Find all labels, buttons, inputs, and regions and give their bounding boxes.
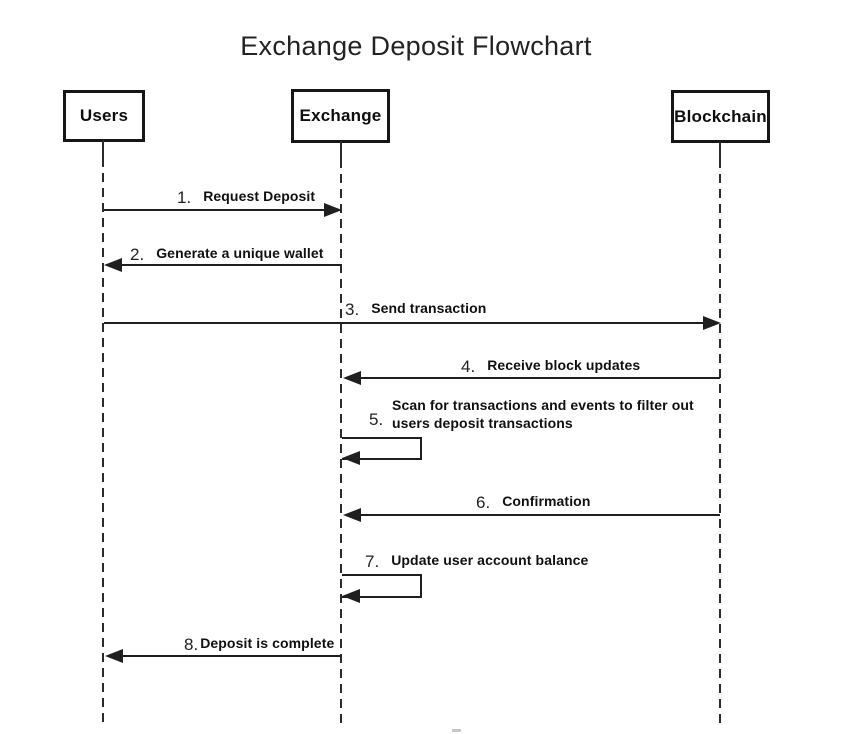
message-1-text: Request Deposit <box>203 188 316 204</box>
cropped-text-artifact <box>452 729 461 732</box>
message-6-number: 6. <box>476 493 491 512</box>
message-1-label: 1. Request Deposit <box>177 186 316 207</box>
message-6-text: Confirmation <box>502 493 591 509</box>
message-7-number: 7. <box>365 552 380 571</box>
actor-label-users: Users <box>79 106 129 125</box>
message-1-arrow-line <box>104 209 326 211</box>
actor-box-blockchain: Blockchain <box>671 90 770 143</box>
message-4-arrow-line <box>357 377 720 379</box>
actor-label-exchange: Exchange <box>299 106 382 125</box>
actor-box-exchange: Exchange <box>291 89 390 143</box>
lifeline-exchange <box>340 159 342 724</box>
actor-label-blockchain: Blockchain <box>674 106 767 126</box>
message-4-text: Receive block updates <box>487 357 641 373</box>
message-8-text: Deposit is complete <box>200 635 335 651</box>
lifeline-stub-blockchain <box>719 141 721 159</box>
message-7-self-loop <box>342 574 422 598</box>
message-8-number: 8. <box>184 635 199 654</box>
message-2-text: Generate a unique wallet <box>156 245 324 261</box>
message-8-arrow-line <box>119 655 342 657</box>
message-7-arrowhead-left <box>342 589 360 603</box>
message-5-arrowhead-left <box>342 451 360 465</box>
diagram-title: Exchange Deposit Flowchart <box>240 31 592 61</box>
message-8-label: 8. Deposit is complete <box>184 633 335 654</box>
message-8-arrowhead-left <box>105 649 123 663</box>
message-1-number: 1. <box>177 188 192 207</box>
message-5-self-loop <box>342 437 422 460</box>
message-7-text: Update user account balance <box>391 552 589 568</box>
lifeline-blockchain <box>719 159 721 724</box>
message-3-text: Send transaction <box>371 300 487 316</box>
lifeline-stub-users <box>102 140 104 158</box>
message-2-arrowhead-left <box>104 258 122 272</box>
message-2-label: 2. Generate a unique wallet <box>130 243 324 264</box>
message-2-arrow-line <box>120 264 341 266</box>
message-7-label: 7. Update user account balance <box>365 550 589 571</box>
message-3-arrowhead-right <box>703 316 721 330</box>
message-6-arrow-line <box>357 514 720 516</box>
message-3-arrow-line <box>104 322 704 324</box>
message-2-number: 2. <box>130 245 145 264</box>
message-5-text: Scan for transactions and events to filt… <box>392 397 694 431</box>
message-4-arrowhead-left <box>343 371 361 385</box>
actor-box-users: Users <box>63 90 145 142</box>
message-1-arrowhead-right <box>324 203 342 217</box>
message-6-label: 6. Confirmation <box>476 491 591 512</box>
lifeline-users <box>102 158 104 724</box>
message-5-number: 5. <box>369 410 384 429</box>
message-3-label: 3. Send transaction <box>345 298 487 319</box>
lifeline-stub-exchange <box>340 141 342 159</box>
message-5-number-wrap: 5. <box>369 408 395 429</box>
message-3-number: 3. <box>345 300 360 319</box>
message-4-number: 4. <box>461 357 476 376</box>
message-6-arrowhead-left <box>343 508 361 522</box>
message-4-label: 4. Receive block updates <box>461 355 641 376</box>
